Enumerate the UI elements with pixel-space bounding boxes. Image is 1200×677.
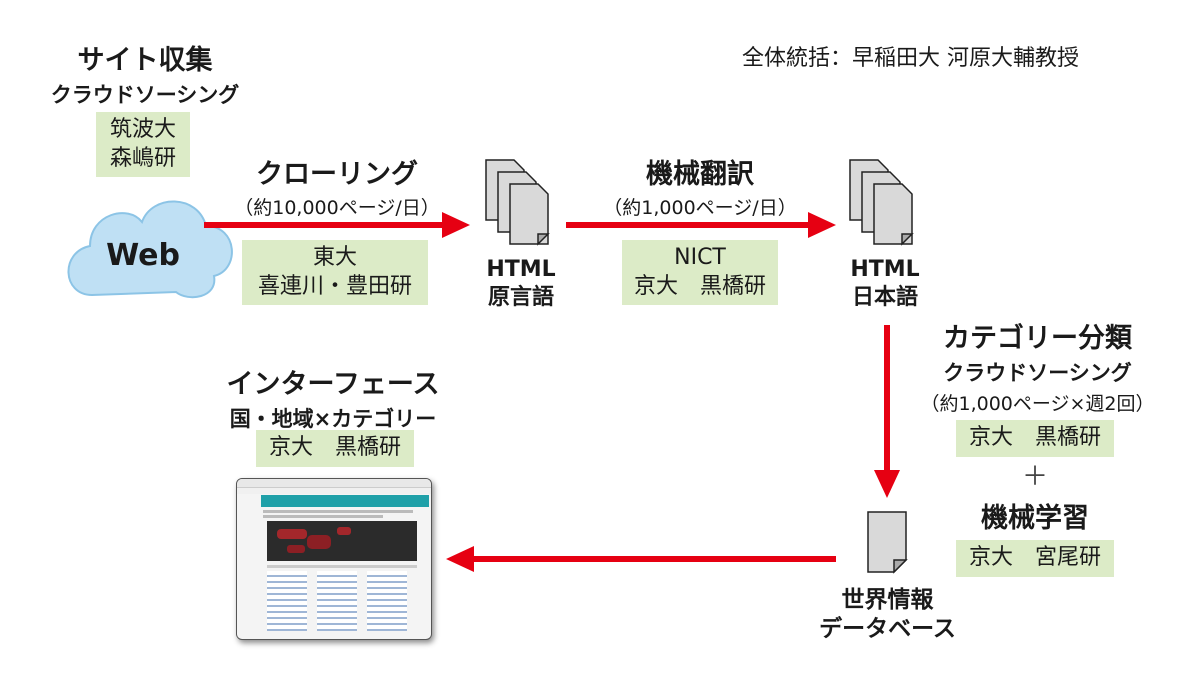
interface-org-box: 京大 黒橋研 xyxy=(256,430,414,467)
crawl-org-line1: 東大 xyxy=(312,245,357,270)
interface-subtitle: 国・地域×カテゴリー xyxy=(229,407,437,431)
ml-org-box: 京大 宮尾研 xyxy=(956,540,1114,577)
collect-title: サイト収集 xyxy=(77,45,213,76)
interface-title: インターフェース xyxy=(226,369,440,400)
ml-org: 京大 宮尾研 xyxy=(968,545,1101,570)
html-source-documents-icon xyxy=(485,159,550,246)
interface-block: インターフェース 国・地域×カテゴリー xyxy=(208,362,458,433)
html-source-line2: 原言語 xyxy=(487,284,554,310)
database-label: 世界情報 データベース xyxy=(800,586,975,644)
database-line1: 世界情報 xyxy=(841,587,934,613)
interface-org: 京大 黒橋研 xyxy=(268,435,401,460)
collect-block: サイト収集 クラウドソーシング xyxy=(30,38,260,109)
translation-arrow xyxy=(566,212,836,238)
mt-title: 機械翻訳 xyxy=(646,159,754,190)
category-org: 京大 黒橋研 xyxy=(968,425,1101,450)
mt-org-line1: NICT xyxy=(674,245,726,270)
plus-sign: ＋ xyxy=(1021,462,1048,492)
mt-org-box: NICT 京大 黒橋研 xyxy=(622,240,778,306)
crawl-org-line2: 喜連川・豊田研 xyxy=(257,273,412,299)
html-japanese-line2: 日本語 xyxy=(851,284,918,310)
web-label: Web xyxy=(106,238,180,273)
html-japanese-line1: HTML xyxy=(850,257,920,282)
crawl-label-block: クローリング （約10,000ページ/日） xyxy=(212,152,462,220)
category-org-box: 京大 黒橋研 xyxy=(956,420,1114,457)
ml-title: 機械学習 xyxy=(981,503,1089,534)
database-document-icon xyxy=(867,511,908,574)
crawl-title: クローリング xyxy=(256,159,418,190)
category-title: カテゴリー分類 xyxy=(943,323,1132,354)
crawl-arrow xyxy=(204,212,470,238)
collect-org-box: 筑波大 森嶋研 xyxy=(96,112,190,178)
collect-org-line2: 森嶋研 xyxy=(109,145,176,171)
category-rate: （約1,000ページ×週2回） xyxy=(920,393,1155,415)
category-subtitle: クラウドソーシング xyxy=(943,361,1132,385)
database-line2: データベース xyxy=(819,615,956,642)
collect-subtitle: クラウドソーシング xyxy=(50,83,240,107)
html-source-label: HTML 原言語 xyxy=(466,256,576,311)
mt-org-line2: 京大 黒橋研 xyxy=(633,273,766,299)
crawl-rate: （約10,000ページ/日） xyxy=(234,197,440,219)
html-japanese-label: HTML 日本語 xyxy=(830,256,940,311)
category-block: カテゴリー分類 クラウドソーシング （約1,000ページ×週2回） xyxy=(905,316,1170,416)
collect-org-line1: 筑波大 xyxy=(109,117,176,142)
interface-screenshot-image xyxy=(236,478,432,640)
interface-arrow xyxy=(446,546,836,572)
crawl-org-box: 東大 喜連川・豊田研 xyxy=(242,240,428,306)
classification-arrow xyxy=(874,325,900,498)
html-japanese-documents-icon xyxy=(849,159,914,246)
mt-rate: （約1,000ページ/日） xyxy=(603,197,797,219)
mt-label-block: 機械翻訳 （約1,000ページ/日） xyxy=(580,152,820,220)
html-source-line1: HTML xyxy=(486,257,556,282)
supervisor-text: 全体統括：早稲田大 河原大輔教授 xyxy=(742,46,1079,71)
web-cloud-icon xyxy=(67,200,233,299)
